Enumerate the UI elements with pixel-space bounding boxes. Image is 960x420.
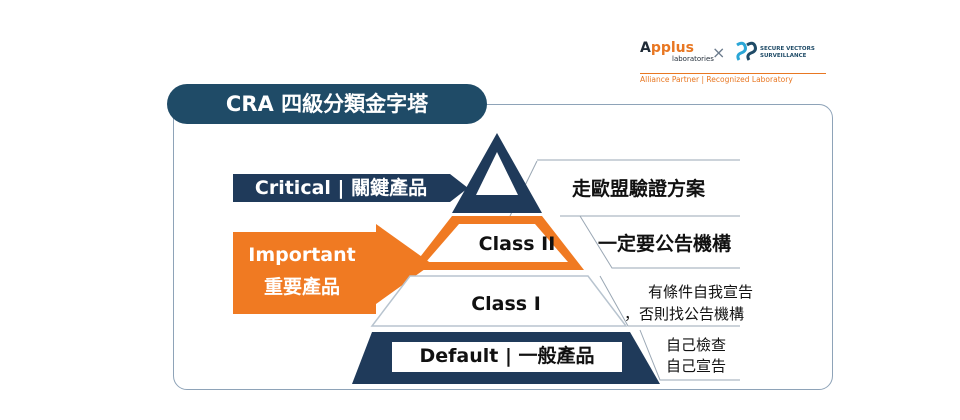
applus-logo: Applus (640, 40, 694, 56)
logo-divider (640, 73, 826, 74)
default-right-text-1: 自己檢查 (666, 336, 727, 354)
default-band-inner (392, 342, 622, 372)
class2-right-text: 一定要公告機構 (598, 233, 732, 255)
logo-badge-text: Alliance Partner | Recognized Laboratory (640, 75, 793, 84)
class1-right-text-1: 有條件自我宣告 (648, 283, 754, 301)
important-label-en: Important (248, 244, 356, 266)
logo-separator-icon: × (712, 43, 726, 62)
critical-triangle-inner (476, 152, 518, 195)
diagram-frame (173, 104, 833, 390)
class1-label: Class I (471, 293, 541, 315)
critical-side-label: Critical | 關鍵產品 (254, 177, 428, 199)
svs-logo-text: SECURE VECTORS SURVEILLANCE (760, 46, 830, 59)
applus-logo-subtext: laboratories (672, 55, 714, 63)
svs-logo-icon (736, 41, 757, 61)
important-label-zh: 重要產品 (263, 276, 340, 298)
class1-right-text-2: ，否則找公告機構 (624, 305, 745, 323)
guide-line-class2 (579, 215, 740, 269)
page-title: CRA 四級分類金字塔 (167, 84, 487, 124)
critical-right-text: 走歐盟驗證方案 (572, 178, 706, 200)
default-label: Default | 一般產品 (419, 345, 595, 367)
svs-logo-line-1: SECURE VECTORS (760, 46, 815, 52)
class2-band-inner (426, 224, 568, 262)
class1-band (370, 275, 628, 327)
guide-line-default (639, 329, 740, 381)
applus-logo-accent: pplus (650, 40, 694, 56)
default-right-text-2: 自己宣告 (666, 357, 727, 375)
important-label-box (233, 232, 376, 314)
svs-logo-line-2: SURVEILLANCE (760, 52, 807, 59)
guide-line-class1 (599, 275, 740, 327)
critical-label-bar (233, 174, 468, 202)
class2-label: Class II (478, 233, 556, 255)
